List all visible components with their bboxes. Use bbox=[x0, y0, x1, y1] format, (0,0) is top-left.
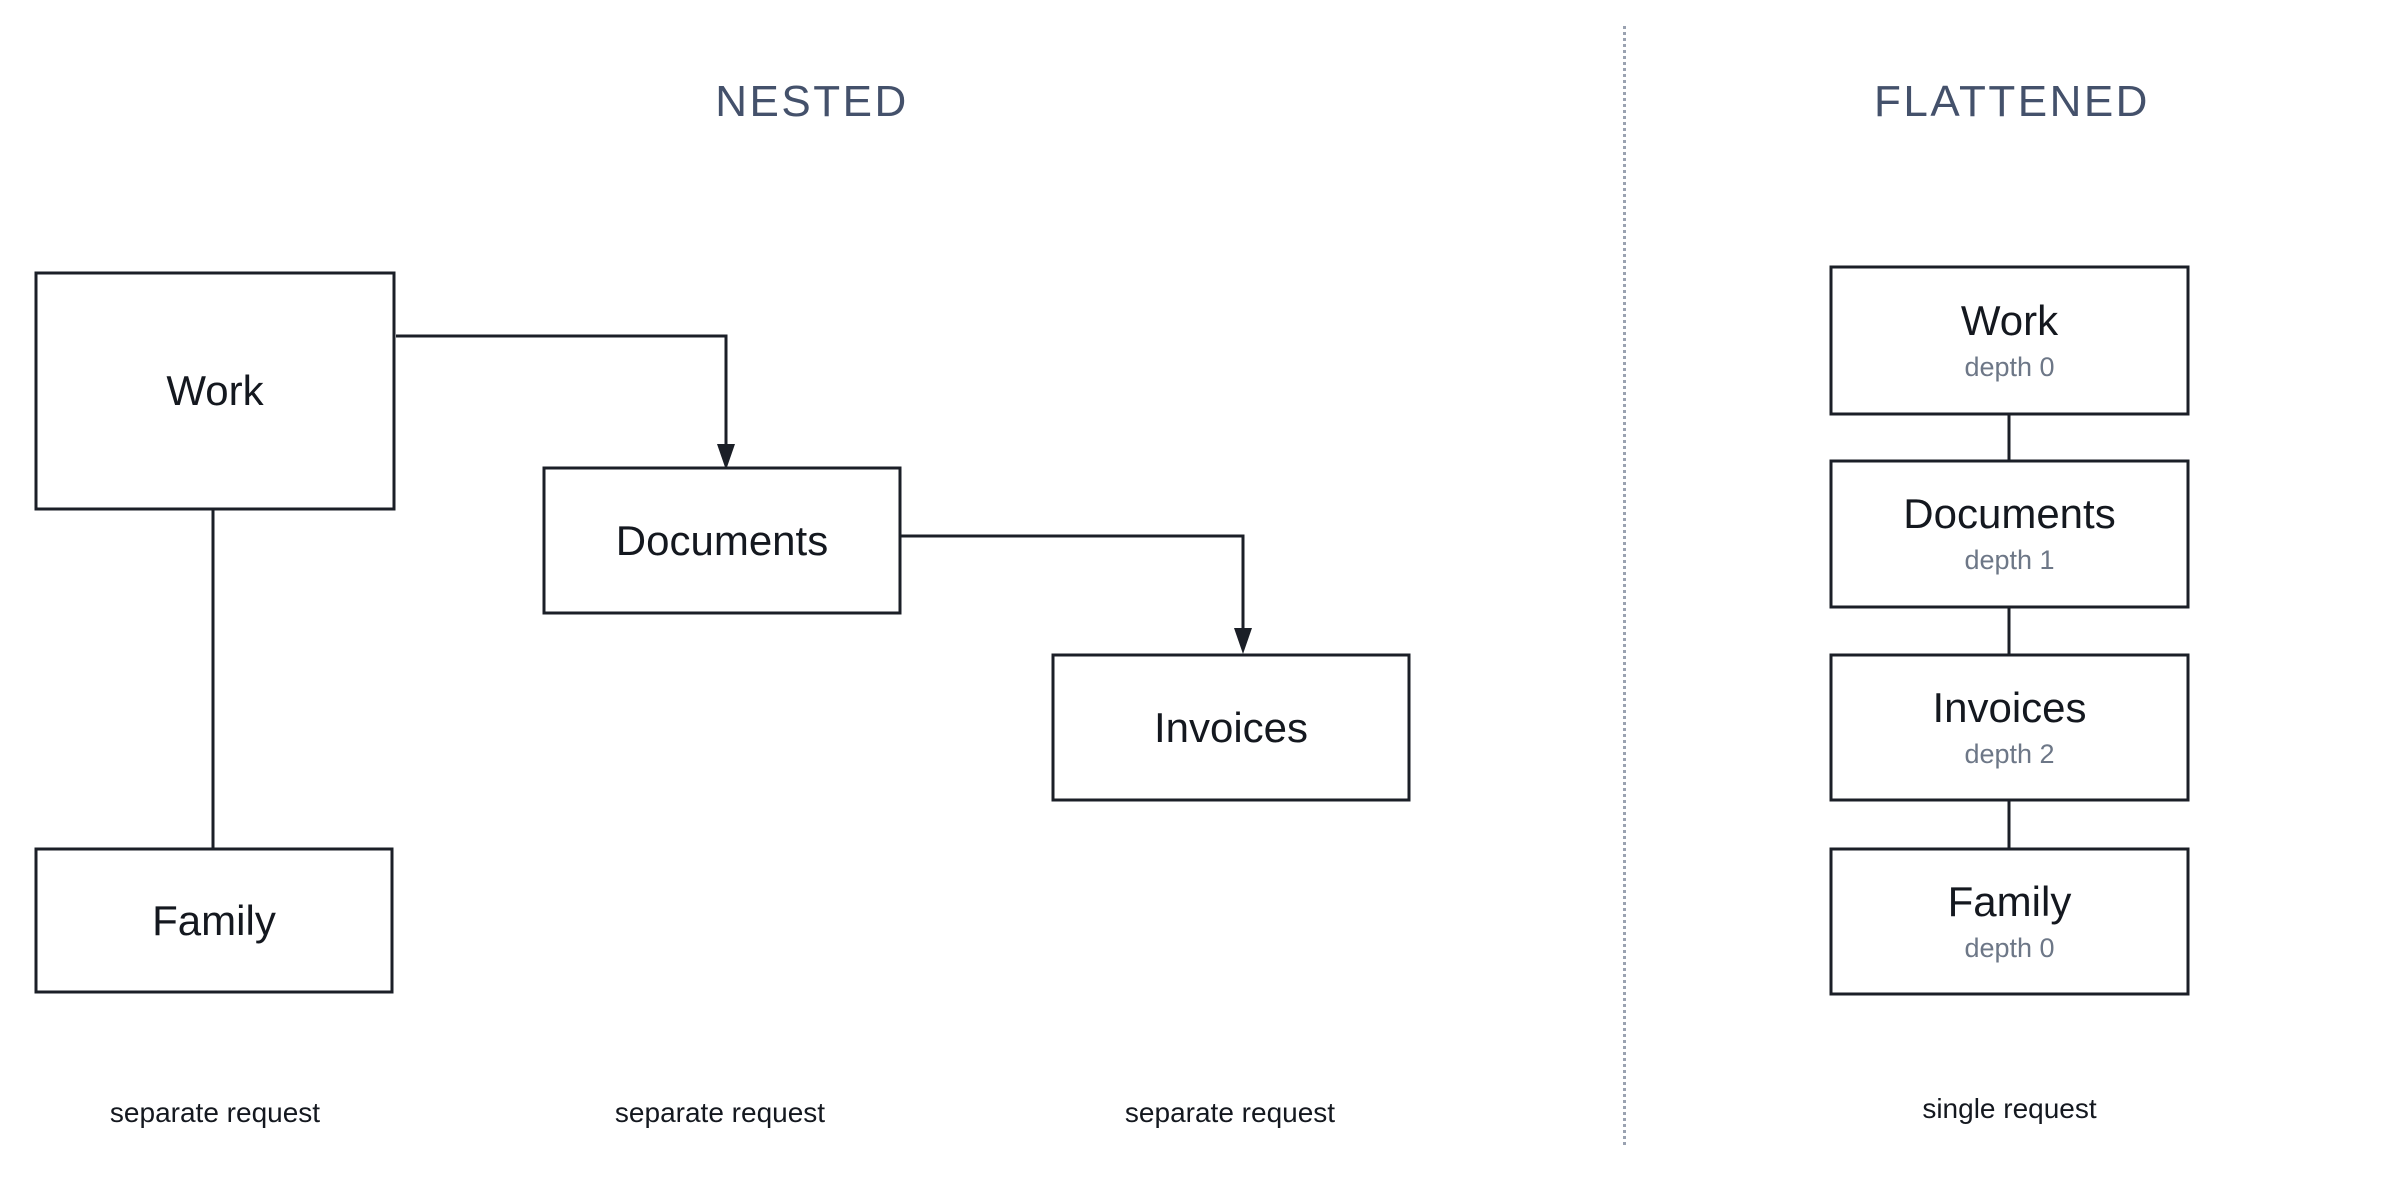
nested-node-invoices[interactable] bbox=[1051, 653, 1411, 802]
nested-node-documents[interactable] bbox=[542, 466, 902, 615]
nested-node-work[interactable] bbox=[34, 271, 396, 511]
caption-nested-work: separate request bbox=[109, 1097, 321, 1128]
flattened-node-invoices[interactable] bbox=[1829, 653, 2190, 802]
section-divider bbox=[1623, 26, 1626, 1145]
nested-section-title: NESTED bbox=[715, 77, 909, 126]
caption-nested-invoices: separate request bbox=[1124, 1097, 1336, 1128]
caption-flattened: single request bbox=[1922, 1093, 2097, 1124]
edge-work-to-documents bbox=[396, 334, 735, 470]
nested-node-family[interactable] bbox=[34, 847, 394, 994]
flattened-node-documents[interactable] bbox=[1829, 459, 2190, 609]
caption-nested-documents: separate request bbox=[614, 1097, 826, 1128]
flattened-section-title: FLATTENED bbox=[1874, 77, 2150, 126]
flattened-node-work[interactable] bbox=[1829, 265, 2190, 416]
edge-documents-to-invoices bbox=[901, 534, 1252, 654]
flattened-node-family[interactable] bbox=[1829, 847, 2190, 996]
